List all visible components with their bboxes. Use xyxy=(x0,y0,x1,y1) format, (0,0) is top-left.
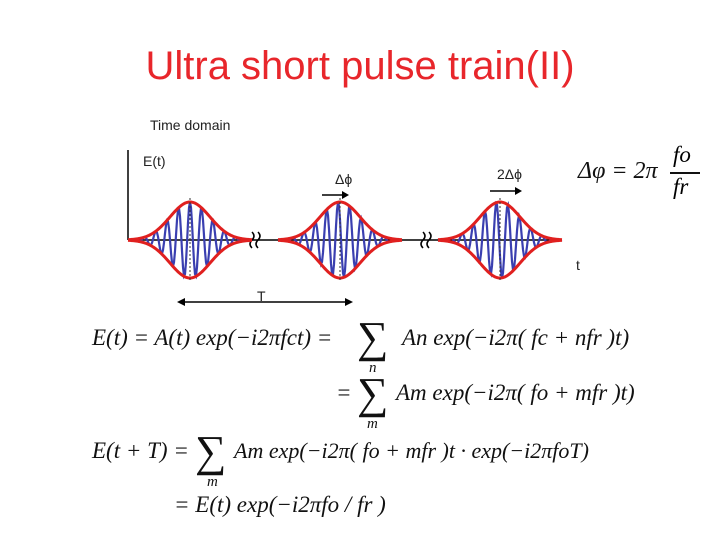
axis-break-2 xyxy=(420,231,432,249)
equation-3-lhs: E(t + T) = xyxy=(92,438,189,463)
pulse-2 xyxy=(277,198,403,282)
phase-slip-label: Δϕ xyxy=(335,171,353,187)
phase-formula-lhs: Δφ = 2π xyxy=(578,158,658,184)
equation-1-rhs: An exp(−i2π( fc + nfr )t) xyxy=(402,325,630,350)
slide-title: Ultra short pulse train(II) xyxy=(145,44,575,88)
time-axis-label: t xyxy=(576,257,580,273)
pulse-3 xyxy=(437,198,563,282)
phase-formula-denominator: fr xyxy=(673,174,689,199)
equation-2-index: m xyxy=(367,416,378,432)
phase-formula-fraction-bar xyxy=(670,172,700,174)
time-domain-label: Time domain xyxy=(150,117,231,133)
field-axis-label: E(t) xyxy=(143,153,166,169)
period-label: T xyxy=(257,288,266,304)
period-arrow xyxy=(177,298,353,306)
equation-1-lhs: E(t) = A(t) exp(−i2πfct) = xyxy=(92,325,333,350)
equation-3-rhs: Am exp(−i2π( fo + mfr )t · exp(−i2πfoT) xyxy=(234,438,589,463)
equation-2-lhs: = xyxy=(336,380,352,405)
phase-formula-numerator: fo xyxy=(673,142,691,167)
sum-symbol-1: ∑ xyxy=(357,313,389,362)
equation-3-index: m xyxy=(207,474,218,490)
sum-symbol-3: ∑ xyxy=(195,427,227,476)
double-phase-slip-arrow xyxy=(490,187,522,195)
equation-1-index: n xyxy=(369,360,377,376)
double-phase-slip-label: 2Δϕ xyxy=(497,166,522,182)
pulse-1 xyxy=(127,198,253,282)
equation-2-rhs: Am exp(−i2π( fo + mfr )t) xyxy=(396,380,635,405)
phase-slip-arrow xyxy=(322,191,349,199)
equation-4: = E(t) exp(−i2πfo / fr ) xyxy=(174,492,386,517)
sum-symbol-2: ∑ xyxy=(357,369,389,418)
